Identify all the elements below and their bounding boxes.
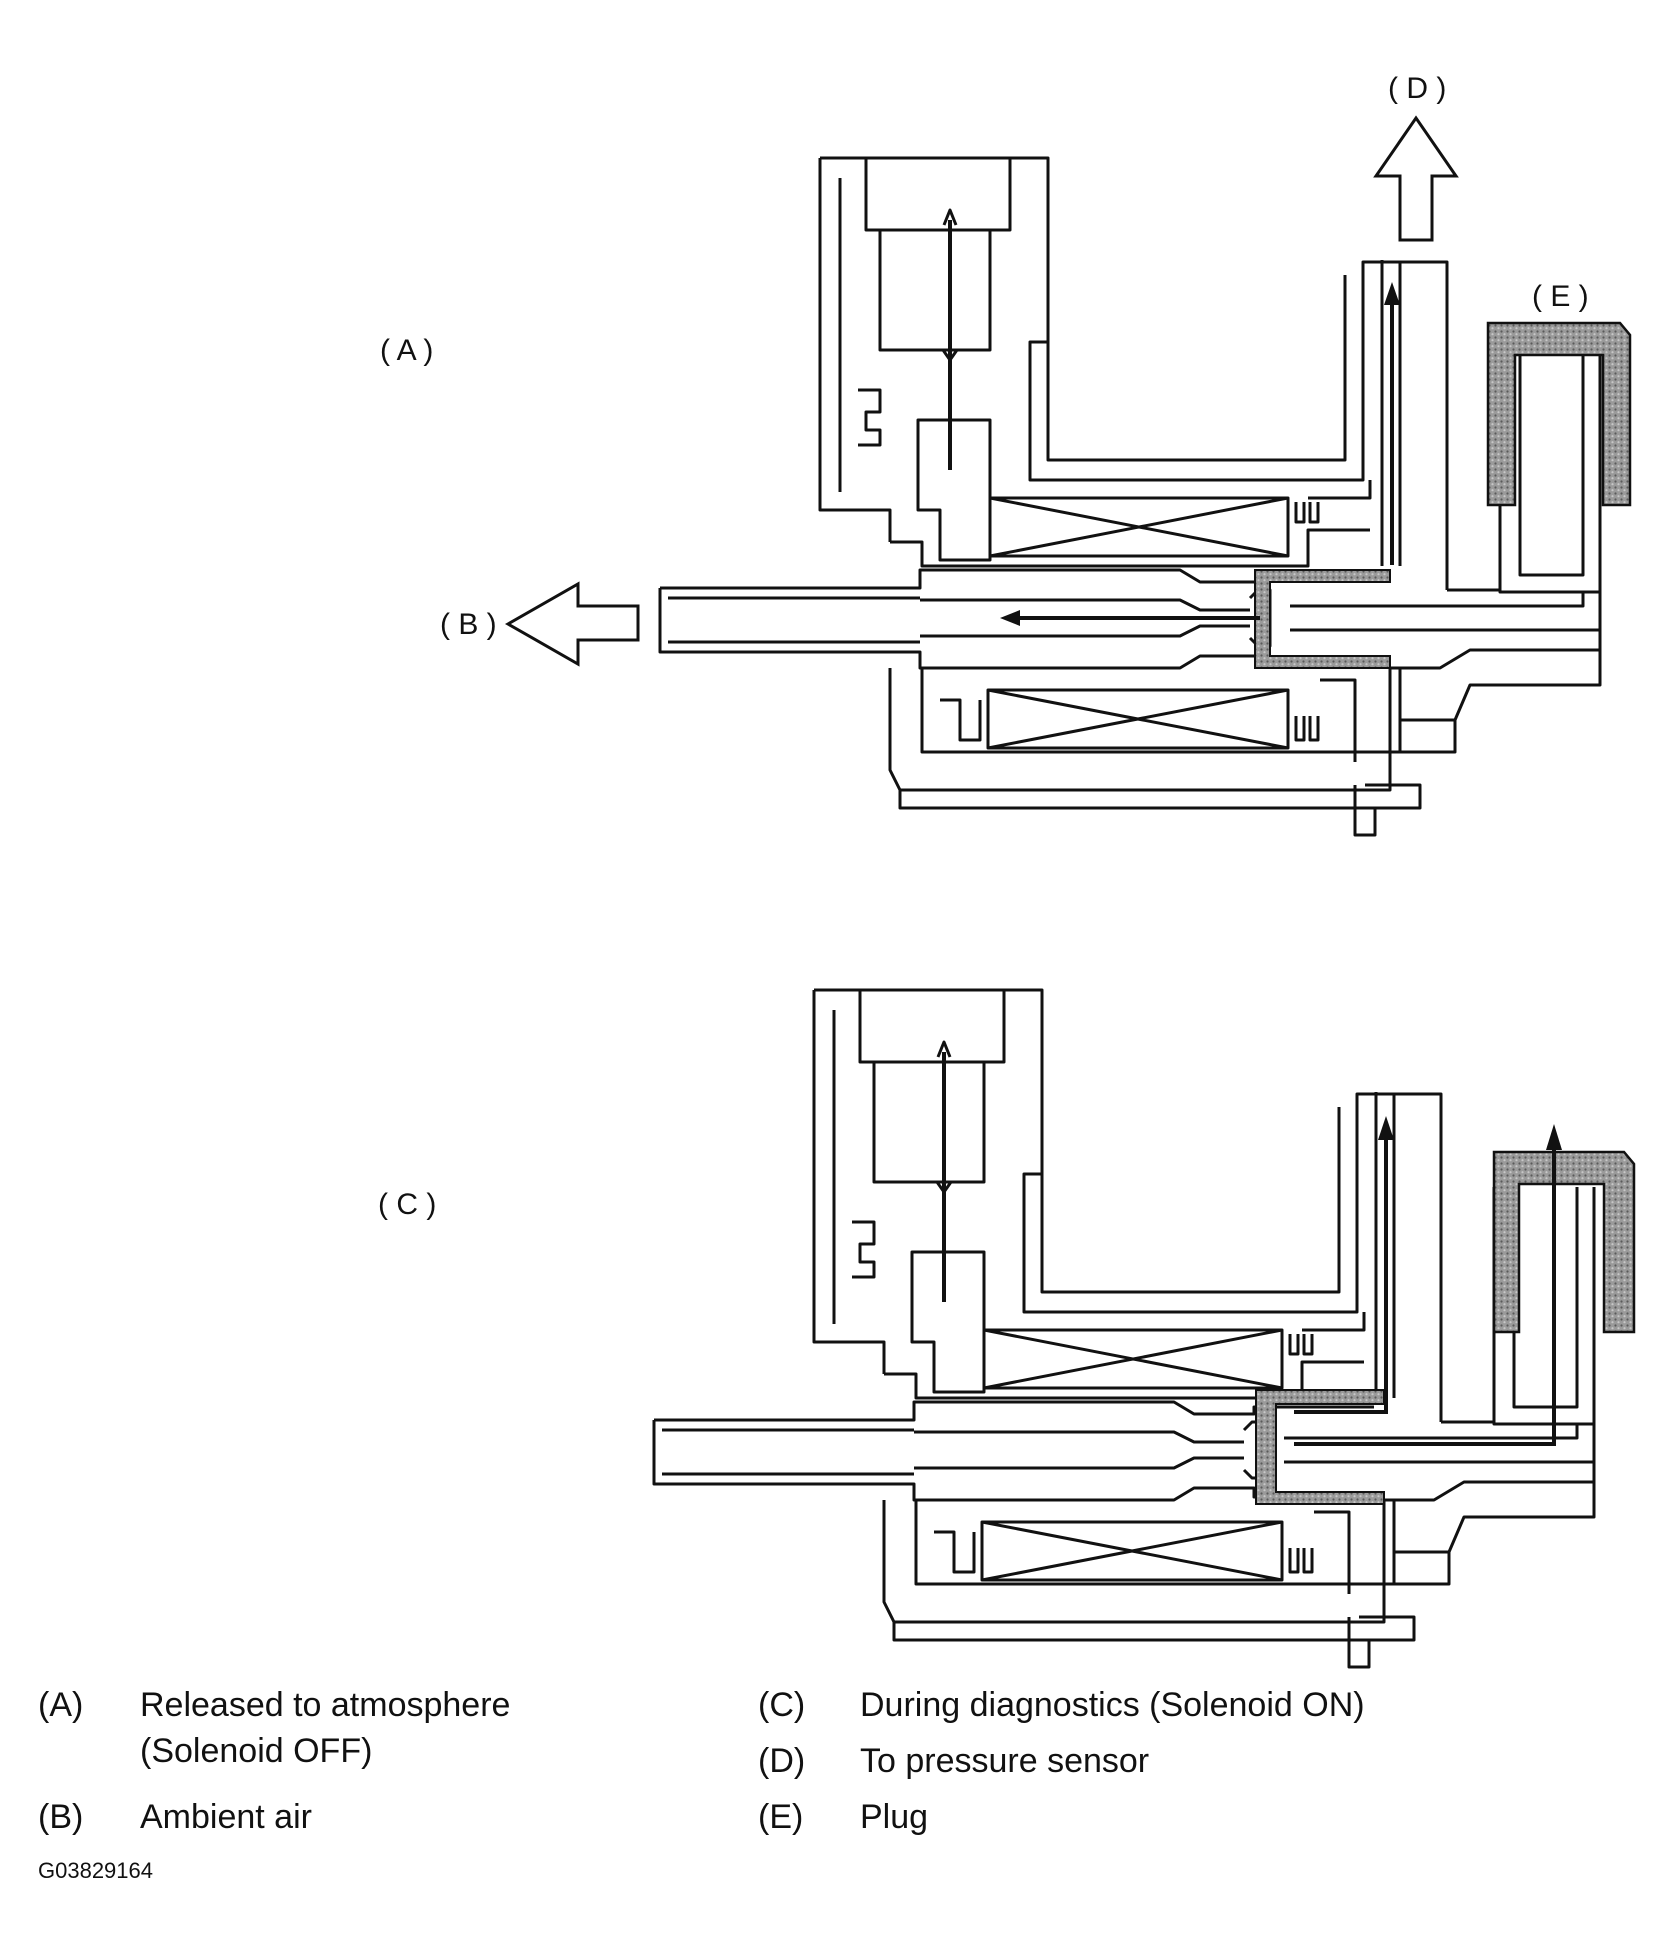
legend-label: Ambient air	[140, 1798, 312, 1836]
legend-label: To pressure sensor	[860, 1742, 1150, 1780]
arrow-to-pressure-sensor-icon	[1373, 115, 1459, 242]
legend-key: (E)	[758, 1798, 804, 1836]
flow-arrowhead	[1384, 282, 1400, 305]
flow-arrowhead	[1378, 1116, 1394, 1140]
valve-state-released: ( A ) ( B ) ( D ) ( E )	[380, 72, 1632, 837]
callout-d: ( D )	[1388, 72, 1446, 105]
arrow-ambient-air-icon	[504, 581, 640, 667]
callout-c: ( C )	[378, 1188, 436, 1221]
flow-arrowhead	[1000, 610, 1020, 626]
callout-a: ( A )	[380, 334, 433, 367]
legend-label: Plug	[860, 1798, 929, 1836]
legend-key: (C)	[758, 1686, 806, 1724]
legend-key: (B)	[38, 1798, 84, 1836]
legend-label: Released to atmosphere (Solenoid OFF)	[140, 1686, 511, 1770]
legend-key: (A)	[38, 1686, 84, 1724]
callout-e: ( E )	[1532, 280, 1589, 313]
valve-state-diagnostics	[652, 988, 1636, 1669]
figure-id: G03829164	[38, 1858, 153, 1883]
callout-b: ( B )	[440, 608, 497, 641]
diaphragm	[1254, 569, 1391, 669]
flow-arrowhead	[1546, 1124, 1562, 1150]
plug-cap	[1486, 321, 1632, 507]
legend-key: (D)	[758, 1742, 806, 1780]
plug-cap	[1492, 1150, 1636, 1334]
legend-label: During diagnostics (Solenoid ON)	[860, 1686, 1365, 1724]
